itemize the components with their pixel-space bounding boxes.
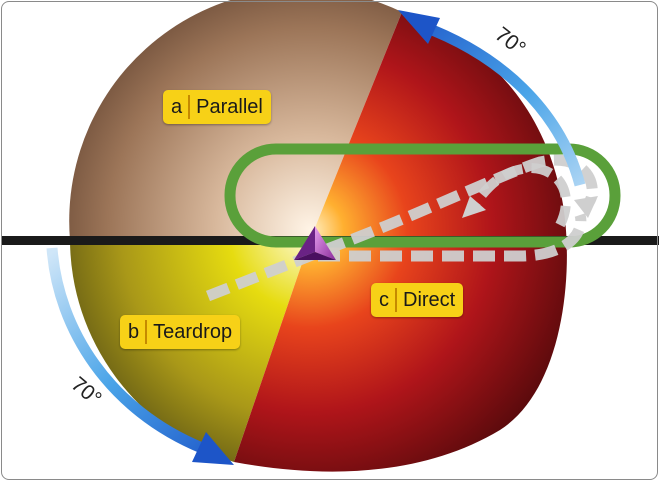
direct-entry-label: c Direct	[371, 283, 464, 317]
teardrop-entry-letter: b	[128, 320, 148, 344]
direct-entry-letter: c	[379, 288, 397, 312]
holding-pattern-racetrack	[224, 143, 621, 248]
teardrop-entry-name: Teardrop	[153, 320, 233, 343]
direct-entry-path	[205, 154, 598, 302]
teardrop-sector	[70, 240, 310, 462]
path-arrowhead-right	[574, 196, 598, 218]
holding-fix-icon	[294, 226, 336, 260]
lower-sector-arc	[46, 247, 205, 454]
teardrop-return-path	[467, 162, 571, 228]
upper-sector-arc	[420, 20, 586, 187]
path-arrowhead-left	[462, 196, 486, 218]
lower-arc-arrowhead	[192, 432, 234, 465]
direct-entry-name: Direct	[403, 288, 456, 311]
direct-entry-return-path	[318, 213, 587, 262]
parallel-entry-letter: a	[171, 95, 191, 119]
parallel-entry-name: Parallel	[196, 95, 263, 118]
upper-arc-arrowhead	[398, 10, 440, 44]
parallel-entry-label: a Parallel	[163, 90, 271, 124]
teardrop-entry-label: b Teardrop	[120, 315, 241, 349]
